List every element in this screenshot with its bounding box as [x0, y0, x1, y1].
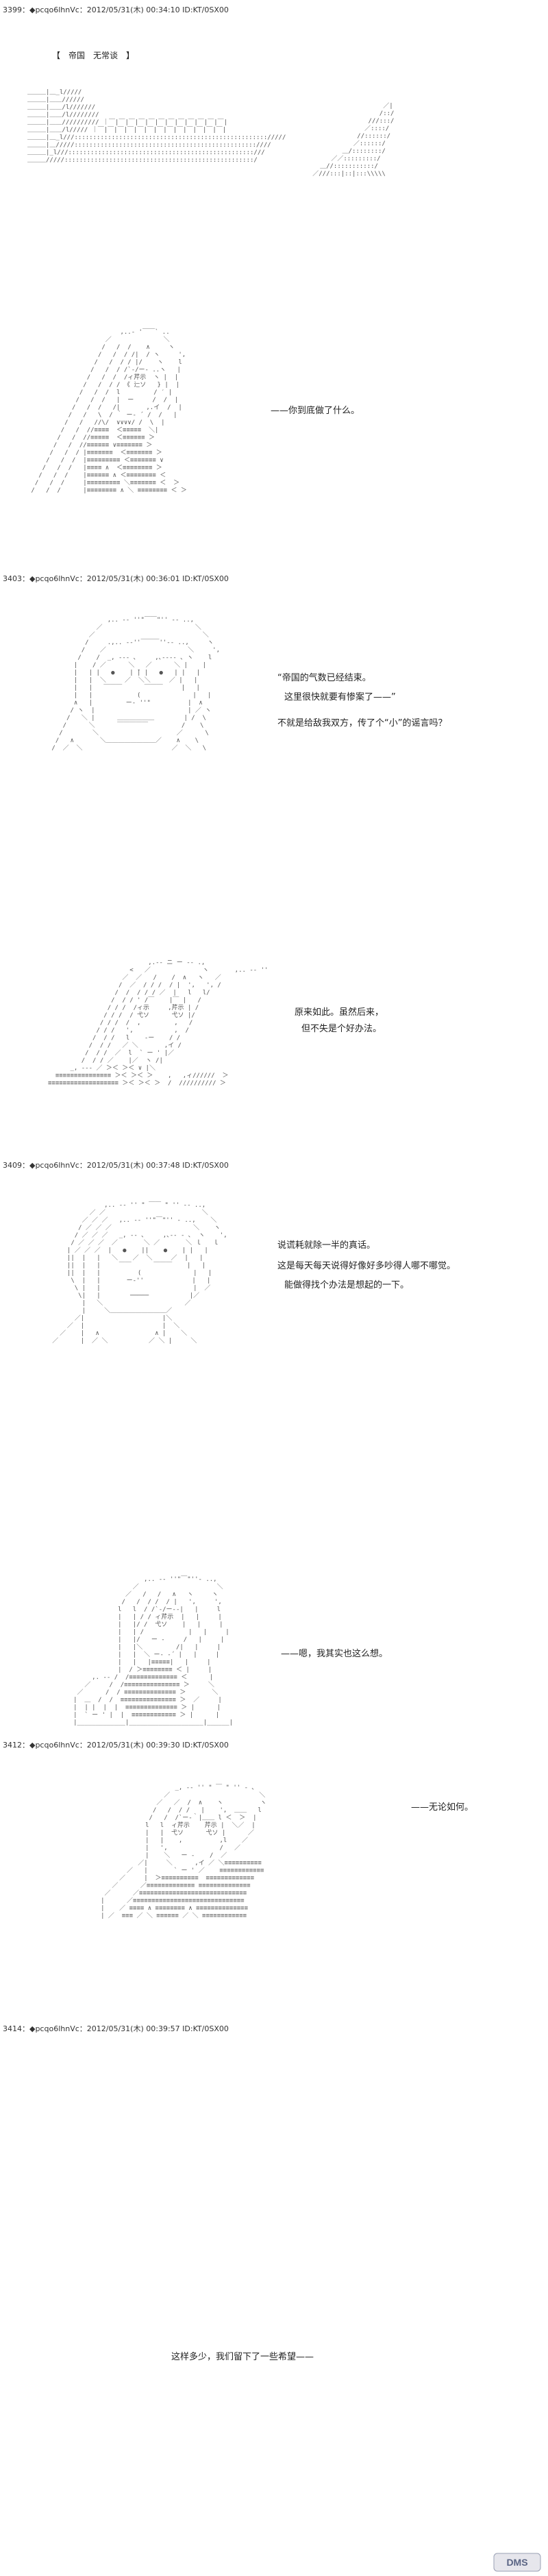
dialog-5: 原来如此。虽然后来， — [295, 1007, 384, 1018]
post-header-3399: 3399：◆pcqo6lhnVc：2012/05/31(木) 00:34:10 … — [3, 5, 229, 14]
dialog-11: ——无论如何。 — [411, 1802, 474, 1813]
dm-logo-icon: DMS — [493, 2553, 541, 2572]
figure-long-hair-2: ,.. -‐ ''"￣"''‐ .., ／ ＼ ／ / / ∧ ヽ ヽ / / … — [73, 1576, 234, 1726]
dialog-6: 但不失是个好办法。 — [301, 1024, 382, 1034]
rubble-art-right: ／| /::/ ///:::/ ／::::/ //::::::/ ／::::::… — [312, 103, 395, 177]
post-header-3409: 3409：◆pcqo6lhnVc：2012/05/31(木) 00:37:48 … — [3, 1161, 229, 1170]
figure-raised-arm: ,.-‐ ニ ー ‐- ., < ／ ヽ ,.. -‐ '' ／ ／ / / ∧… — [48, 959, 269, 1087]
dialog-7: 说谎耗就除一半的真话。 — [277, 1240, 376, 1251]
dialog-1: ——你到底做了什么。 — [271, 406, 360, 416]
dialog-2: “帝国的气数已经结束。 — [277, 673, 371, 683]
post-header-3414: 3414：◆pcqo6lhnVc：2012/05/31(木) 00:39:57 … — [3, 2024, 229, 2033]
post-header-3403: 3403：◆pcqo6lhnVc：2012/05/31(木) 00:36:01 … — [3, 574, 229, 583]
dialog-9: 能做得找个办法是想起的一下。 — [284, 1280, 410, 1290]
dialog-8: 这是每天每天说得好像好多吵得人哪不哪觉。 — [277, 1261, 456, 1271]
scene-caption: 【 帝国 无常谈 】 — [52, 51, 135, 60]
dialog-12: 这样多少，我们留下了一些希望—— — [171, 2352, 314, 2362]
rubble-art: ＿＿＿|＿_l///// ＿＿＿|＿＿////// ＿＿＿|＿＿/l//////… — [27, 89, 286, 164]
figure-glasses-man-2: ,.. -‐ '' " ￣￣ " '' ‐- .., ／ ／ ＼ ／ ／ ／ ,… — [52, 1202, 227, 1345]
watermark-text: DMS — [506, 2557, 527, 2568]
dialog-4: 不就是给敌我双方，传了个“小”的谣言吗？ — [277, 718, 447, 728]
dialog-10: ——嗯，我其实也这么想。 — [281, 1649, 388, 1659]
figure-long-hair: ,..- '￣￣` .. ／ ＼ / / / ∧ ヽ / / / /| / ヽ … — [31, 329, 187, 494]
figure-glasses-man: ,.. -‐ ''"￣￣"'' ‐- .., ／ ＼ ／ ＼ / .,.. -‐… — [51, 617, 220, 752]
post-header-3412: 3412：◆pcqo6lhnVc：2012/05/31(木) 00:39:30 … — [3, 1741, 229, 1750]
dialog-3: 这里很快就要有惨案了——” — [284, 692, 396, 702]
figure-hand-chin: _, -‐ '' " ￣ " '' ‐ ､ ／ ＼ ／ ／ / ∧ ヽ ヽ / … — [101, 1784, 266, 1919]
